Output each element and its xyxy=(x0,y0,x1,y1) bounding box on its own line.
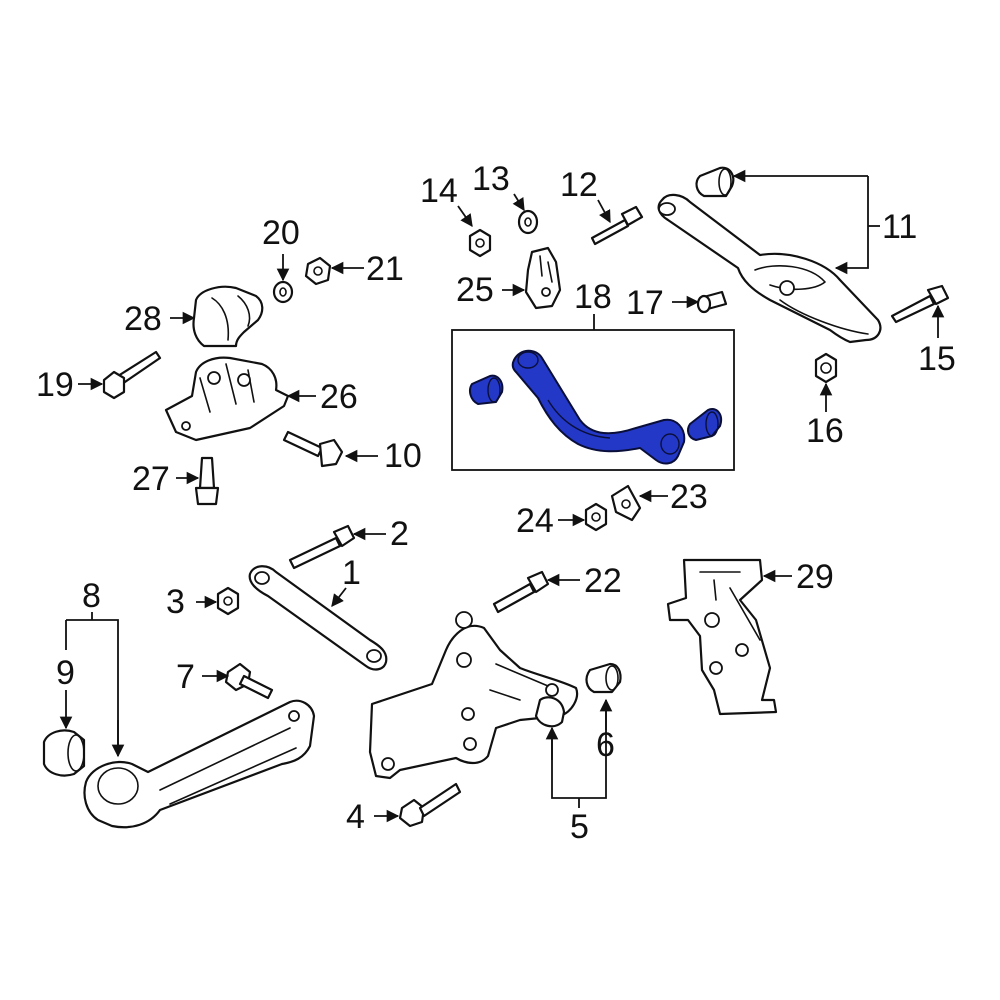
callout-8: 8 xyxy=(82,577,101,615)
bushing-right-18-part[interactable] xyxy=(687,408,722,441)
bracket-29-part[interactable] xyxy=(666,558,778,716)
part-18-frame xyxy=(451,329,735,471)
nut-16-part[interactable] xyxy=(814,352,838,384)
callout-7: 7 xyxy=(176,658,195,696)
bushing-left-18-part[interactable] xyxy=(469,374,504,405)
bushing-9-part[interactable] xyxy=(42,729,86,777)
callout-3: 3 xyxy=(166,583,185,621)
knuckle-5-part[interactable] xyxy=(368,611,579,780)
callout-14: 14 xyxy=(420,172,458,210)
bolt-15-part[interactable] xyxy=(890,284,950,324)
callout-17: 17 xyxy=(626,284,664,322)
callout-25: 25 xyxy=(456,271,494,309)
callout-labels: 1 2 3 4 5 6 7 8 9 10 11 12 13 14 15 16 1… xyxy=(36,160,956,846)
callout-20: 20 xyxy=(262,214,300,252)
callout-15: 15 xyxy=(918,340,956,378)
washer-20-part[interactable] xyxy=(272,280,294,304)
bushing-6-part[interactable] xyxy=(585,662,622,694)
callout-2: 2 xyxy=(390,515,409,553)
callout-4: 4 xyxy=(346,798,365,836)
callout-12: 12 xyxy=(560,166,598,204)
callout-6: 6 xyxy=(596,726,615,764)
bolt-4-part[interactable] xyxy=(398,782,462,828)
callout-5: 5 xyxy=(570,808,589,846)
callout-18: 18 xyxy=(574,278,612,316)
callout-27: 27 xyxy=(132,460,170,498)
washer-13-part[interactable] xyxy=(517,209,539,235)
mount-26-part[interactable] xyxy=(164,356,290,442)
nut-24-part[interactable] xyxy=(584,502,608,532)
lateral-link-1-part[interactable] xyxy=(248,565,388,671)
callout-26: 26 xyxy=(320,378,358,416)
bolt-27-part[interactable] xyxy=(194,456,220,506)
plate-23-part[interactable] xyxy=(610,484,642,522)
callout-29: 29 xyxy=(796,558,834,596)
trailing-arm-8-part[interactable] xyxy=(83,699,316,829)
bolt-12-part[interactable] xyxy=(590,205,644,246)
callout-24: 24 xyxy=(516,502,554,540)
bolt-19-part[interactable] xyxy=(102,350,162,400)
bump-stop-28-part[interactable] xyxy=(192,285,264,348)
upper-control-arm-part[interactable] xyxy=(657,166,882,344)
bolt-10-part[interactable] xyxy=(282,430,344,468)
callout-13: 13 xyxy=(472,160,510,198)
callout-21: 21 xyxy=(366,250,404,288)
bolt-17-part[interactable] xyxy=(696,290,728,314)
highlighted-camber-arm-part[interactable] xyxy=(511,349,686,465)
callout-16: 16 xyxy=(806,412,844,450)
callout-22: 22 xyxy=(584,562,622,600)
bracket-25-part[interactable] xyxy=(524,246,562,310)
callout-10: 10 xyxy=(384,437,422,475)
callout-28: 28 xyxy=(124,300,162,338)
nut-14-part[interactable] xyxy=(468,228,492,258)
bolt-7-part[interactable] xyxy=(224,662,274,700)
bolt-22-part[interactable] xyxy=(492,570,550,614)
callout-23: 23 xyxy=(670,478,708,516)
nut-3-part[interactable] xyxy=(216,586,240,616)
callout-11: 11 xyxy=(882,208,917,246)
callout-9: 9 xyxy=(56,654,75,692)
callout-19: 19 xyxy=(36,366,74,404)
leader-lines xyxy=(59,169,945,823)
callout-1: 1 xyxy=(342,554,361,592)
nut-21-part[interactable] xyxy=(304,256,332,286)
